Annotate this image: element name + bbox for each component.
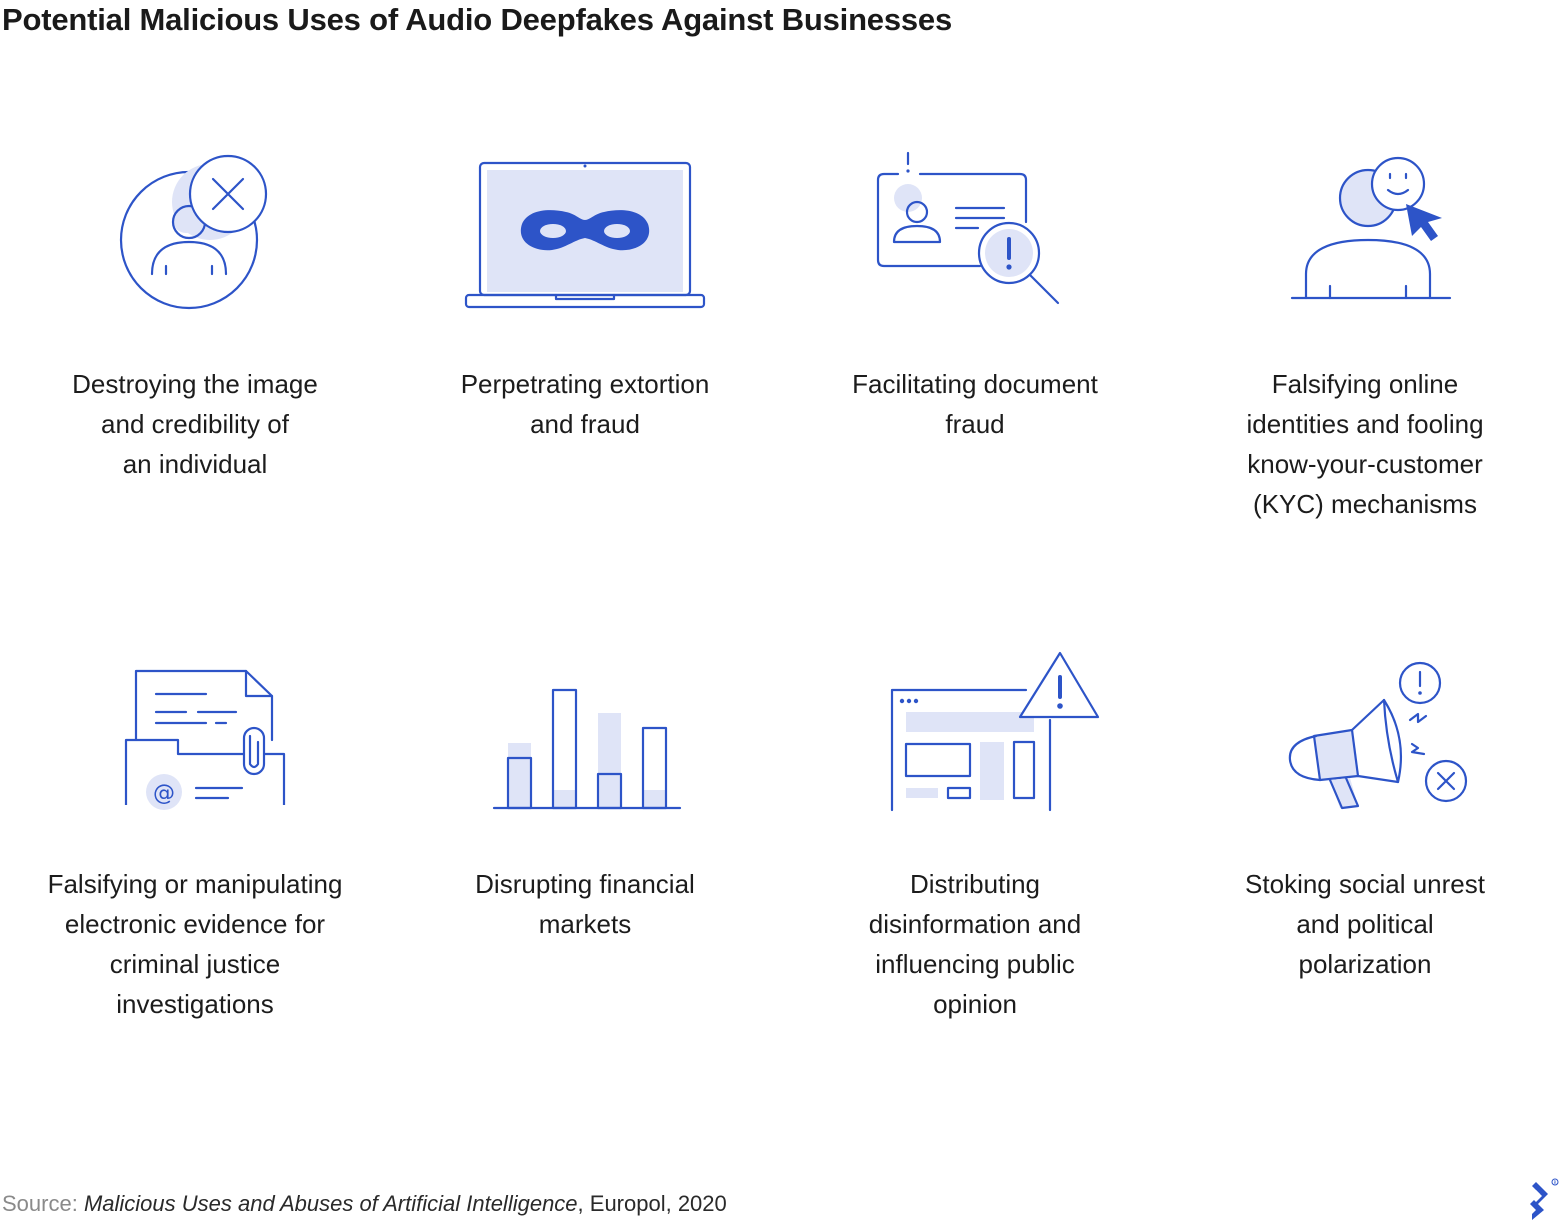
item-social-unrest: Stoking social unrest and political pola… bbox=[1170, 650, 1560, 1050]
item-label: Destroying the image and credibility of … bbox=[72, 369, 318, 479]
source-title: Malicious Uses and Abuses of Artificial … bbox=[83, 1191, 578, 1216]
item-destroying-image: Destroying the image and credibility of … bbox=[0, 150, 390, 550]
item-online-identities: Falsifying online identities and fooling… bbox=[1170, 150, 1560, 550]
item-label: Perpetrating extortion and fraud bbox=[460, 369, 710, 439]
svg-text:@: @ bbox=[153, 781, 175, 806]
item-document-fraud: Facilitating document fraud bbox=[780, 150, 1170, 550]
page-title: Potential Malicious Uses of Audio Deepfa… bbox=[2, 2, 953, 37]
item-disinformation: Distributing disinformation and influenc… bbox=[780, 650, 1170, 1050]
bar-chart-icon bbox=[390, 650, 780, 820]
item-label: Distributing disinformation and influenc… bbox=[868, 869, 1082, 1019]
face-cursor-icon bbox=[1170, 150, 1560, 320]
item-extortion-fraud: Perpetrating extortion and fraud bbox=[390, 150, 780, 550]
item-label: Disrupting financial markets bbox=[475, 869, 695, 939]
item-electronic-evidence: @ Falsifying or manipulating electronic … bbox=[0, 650, 390, 1050]
item-label: Falsifying or manipulating electronic ev… bbox=[47, 869, 343, 1019]
item-label: Falsifying online identities and fooling… bbox=[1246, 369, 1484, 519]
id-card-magnifier-icon bbox=[780, 150, 1170, 320]
laptop-mask-icon bbox=[390, 150, 780, 320]
documents-folder-icon: @ bbox=[0, 650, 390, 820]
browser-warning-icon bbox=[780, 650, 1170, 820]
megaphone-icon bbox=[1170, 650, 1560, 820]
item-label: Facilitating document fraud bbox=[852, 369, 1098, 439]
svg-text:R: R bbox=[1554, 1180, 1557, 1185]
toptal-logo-icon: R bbox=[1530, 1178, 1559, 1220]
source-citation: Source: Malicious Uses and Abuses of Art… bbox=[2, 1191, 727, 1216]
item-financial-markets: Disrupting financial markets bbox=[390, 650, 780, 1050]
person-cross-icon bbox=[0, 150, 390, 320]
item-label: Stoking social unrest and political pola… bbox=[1245, 869, 1485, 979]
